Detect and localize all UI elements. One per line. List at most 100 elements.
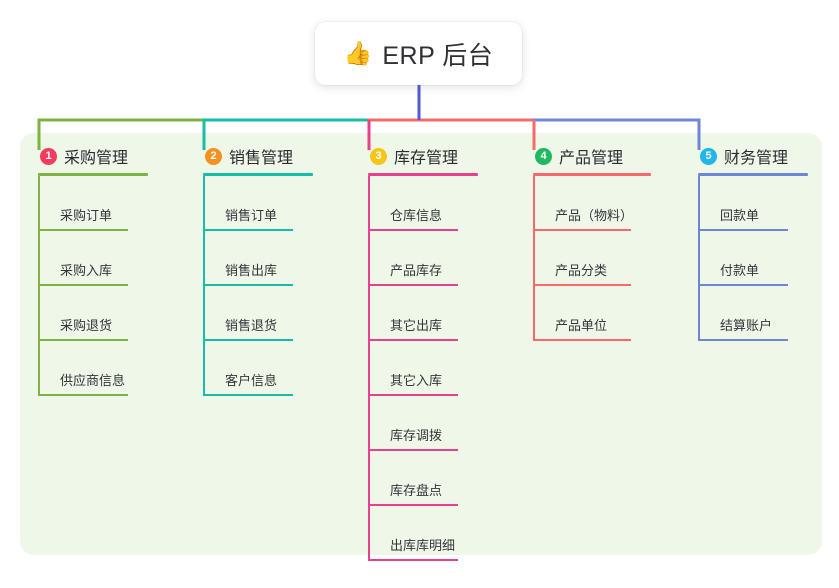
branch-column-4: 4 产品管理产品（物料） 产品分类产品单位: [533, 145, 651, 341]
leaf-item[interactable]: 回款单: [698, 176, 808, 231]
leaf-list-1: 采购订单采购入库采购退货供应商信息: [38, 176, 148, 396]
leaf-item[interactable]: 产品单位: [533, 286, 651, 341]
leaf-list-3: 仓库信息产品库存其它出库其它入库库存调拨库存盘点出库库明细: [368, 176, 478, 561]
branch-column-3: 3 库存管理仓库信息产品库存其它出库其它入库库存调拨库存盘点出库库明细: [368, 145, 478, 561]
branch-header-5[interactable]: 5 财务管理: [698, 145, 808, 167]
branch-underline-3: [368, 173, 478, 176]
leaf-spine-2: [203, 176, 205, 396]
branch-underline-5: [698, 173, 808, 176]
branch-badge-4: 4: [535, 147, 552, 165]
leaf-item[interactable]: 出库库明细: [368, 506, 478, 561]
leaf-item-label: 采购入库: [60, 263, 113, 278]
leaf-item-underline: [38, 394, 128, 396]
leaf-item[interactable]: 供应商信息: [38, 341, 148, 396]
branch-header-4[interactable]: 4 产品管理: [533, 145, 651, 167]
leaf-item-underline: [698, 339, 788, 341]
leaf-item[interactable]: 采购订单: [38, 176, 148, 231]
thumbs-up-icon: 👍: [343, 40, 373, 66]
leaf-item[interactable]: 采购退货: [38, 286, 148, 341]
leaf-item-label: 销售出库: [225, 263, 278, 278]
branch-header-2[interactable]: 2 销售管理: [203, 145, 313, 167]
leaf-item-label: 产品（物料）: [555, 208, 634, 223]
leaf-item-underline: [368, 449, 458, 451]
branch-badge-1: 1: [40, 147, 57, 165]
leaf-item-label: 回款单: [720, 208, 760, 223]
branch-badge-3: 3: [370, 147, 387, 165]
leaf-item-label: 供应商信息: [60, 373, 126, 388]
leaf-item-underline: [368, 229, 458, 231]
leaf-item-underline: [203, 339, 293, 341]
branch-header-1[interactable]: 1 采购管理: [38, 145, 148, 167]
leaf-item-underline: [368, 559, 458, 561]
leaf-item-label: 付款单: [720, 263, 760, 278]
leaf-item-label: 产品分类: [555, 263, 608, 278]
leaf-item-underline: [203, 229, 293, 231]
leaf-item[interactable]: 客户信息: [203, 341, 313, 396]
leaf-item-label: 产品单位: [555, 318, 608, 333]
branch-underline-4: [533, 173, 651, 176]
leaf-item-underline: [203, 394, 293, 396]
leaf-spine-5: [698, 176, 700, 341]
leaf-item-label: 销售退货: [225, 318, 278, 333]
branches-panel: [20, 133, 822, 555]
branch-column-2: 2 销售管理销售订单销售出库销售退货客户信息: [203, 145, 313, 396]
branch-title-4: 产品管理: [559, 150, 624, 167]
leaf-item-underline: [533, 284, 631, 286]
branch-title-1: 采购管理: [64, 150, 129, 167]
branch-badge-2: 2: [205, 147, 222, 165]
leaf-item-underline: [698, 229, 788, 231]
leaf-item-underline: [38, 339, 128, 341]
branch-underline-2: [203, 173, 313, 176]
branch-badge-5: 5: [700, 147, 717, 165]
leaf-item[interactable]: 库存调拨: [368, 396, 478, 451]
leaf-item-underline: [368, 504, 458, 506]
leaf-list-5: 回款单付款单结算账户: [698, 176, 808, 341]
leaf-item-underline: [533, 229, 631, 231]
leaf-item-label: 采购订单: [60, 208, 113, 223]
leaf-item-label: 销售订单: [225, 208, 278, 223]
leaf-item[interactable]: 产品分类: [533, 231, 651, 286]
leaf-item-underline: [368, 284, 458, 286]
leaf-item[interactable]: 库存盘点: [368, 451, 478, 506]
leaf-item-label: 库存盘点: [390, 483, 443, 498]
leaf-item[interactable]: 结算账户: [698, 286, 808, 341]
leaf-spine-4: [533, 176, 535, 341]
leaf-item[interactable]: 其它入库: [368, 341, 478, 396]
branch-header-3[interactable]: 3 库存管理: [368, 145, 478, 167]
leaf-item-label: 出库库明细: [390, 538, 456, 553]
leaf-item[interactable]: 产品（物料）: [533, 176, 651, 231]
leaf-item-underline: [203, 284, 293, 286]
leaf-item-label: 结算账户: [720, 318, 773, 333]
branch-title-2: 销售管理: [229, 150, 294, 167]
leaf-item-underline: [698, 284, 788, 286]
leaf-item-underline: [533, 339, 631, 341]
leaf-item[interactable]: 销售订单: [203, 176, 313, 231]
branch-title-5: 财务管理: [724, 150, 789, 167]
branch-title-3: 库存管理: [394, 150, 459, 167]
leaf-item[interactable]: 其它出库: [368, 286, 478, 341]
leaf-spine-3: [368, 176, 370, 561]
root-node-label: ERP 后台: [382, 41, 494, 70]
leaf-item-underline: [368, 339, 458, 341]
root-node[interactable]: 👍 ERP 后台: [315, 22, 522, 85]
leaf-list-2: 销售订单销售出库销售退货客户信息: [203, 176, 313, 396]
leaf-item-underline: [38, 284, 128, 286]
leaf-item-label: 采购退货: [60, 318, 113, 333]
leaf-item[interactable]: 仓库信息: [368, 176, 478, 231]
leaf-item-label: 仓库信息: [390, 208, 443, 223]
leaf-item-underline: [368, 394, 458, 396]
leaf-item[interactable]: 销售退货: [203, 286, 313, 341]
leaf-item-label: 客户信息: [225, 373, 278, 388]
branch-column-5: 5 财务管理回款单付款单结算账户: [698, 145, 808, 341]
leaf-item[interactable]: 销售出库: [203, 231, 313, 286]
leaf-item[interactable]: 采购入库: [38, 231, 148, 286]
leaf-item-label: 库存调拨: [390, 428, 443, 443]
leaf-item-label: 其它入库: [390, 373, 443, 388]
leaf-item-label: 其它出库: [390, 318, 443, 333]
leaf-item-label: 产品库存: [390, 263, 443, 278]
leaf-item[interactable]: 付款单: [698, 231, 808, 286]
branch-underline-1: [38, 173, 148, 176]
leaf-item-underline: [38, 229, 128, 231]
leaf-item[interactable]: 产品库存: [368, 231, 478, 286]
